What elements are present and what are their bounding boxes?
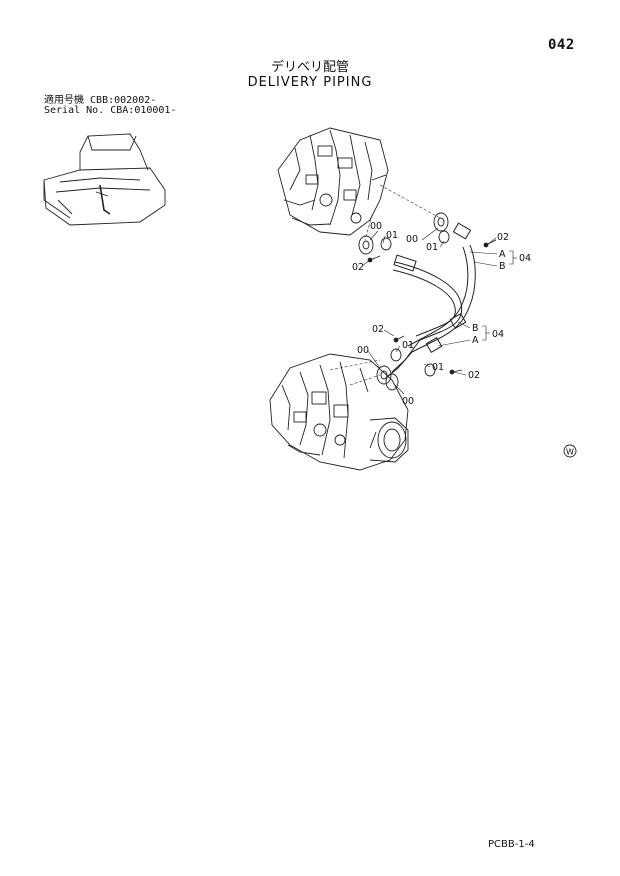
w-mark: W: [563, 444, 577, 458]
flanges: [358, 212, 450, 391]
excavator-thumbnail: [43, 133, 166, 226]
footer-code: PCBB-1-4: [488, 839, 535, 850]
label-bot-01: 01: [402, 340, 414, 351]
label-top-00-right: 00: [406, 234, 418, 245]
serial-label-en: Serial No.: [44, 105, 105, 116]
label-bot-00-bottom: 00: [402, 396, 414, 407]
label-bot-04: 04: [492, 329, 504, 340]
label-leaders: [361, 227, 517, 395]
leader-lines: [329, 184, 441, 386]
label-top-a: A: [499, 249, 506, 260]
serial-value-2: CBA:010001-: [110, 105, 177, 116]
label-bot-02-left: 02: [372, 324, 384, 335]
control-valve-block: [277, 127, 389, 236]
label-top-01: 01: [386, 230, 398, 241]
label-bot-a: A: [472, 335, 479, 346]
serial-info: 適用号機 CBB:002002- Serial No. CBA:010001-: [44, 96, 176, 116]
bolts: [367, 239, 497, 375]
piping: [385, 222, 476, 379]
label-top-02-left: 02: [352, 262, 364, 273]
page-number: 042: [548, 37, 575, 53]
serial-label-jp: 適用号機: [44, 95, 84, 106]
part-labels: 00 01 02 00 01 02 A B 04 02 01 00 B A 04…: [352, 221, 531, 407]
label-bot-00-left: 00: [357, 345, 369, 356]
label-top-00: 00: [370, 221, 382, 232]
w-mark-letter: W: [566, 448, 574, 457]
label-bot-02-right: 02: [468, 370, 480, 381]
label-top-02-right: 02: [497, 232, 509, 243]
label-bot-01-right: 01: [432, 362, 444, 373]
label-top-01-right: 01: [426, 242, 438, 253]
label-top-b: B: [499, 261, 506, 272]
serial-value-1: CBB:002002-: [90, 95, 157, 106]
label-top-04: 04: [519, 253, 531, 264]
title-japanese: デリベリ配管: [270, 60, 349, 75]
main-pump: [269, 353, 409, 471]
label-bot-b: B: [472, 323, 479, 334]
page-title: DELIVERY PIPING: [247, 75, 373, 90]
